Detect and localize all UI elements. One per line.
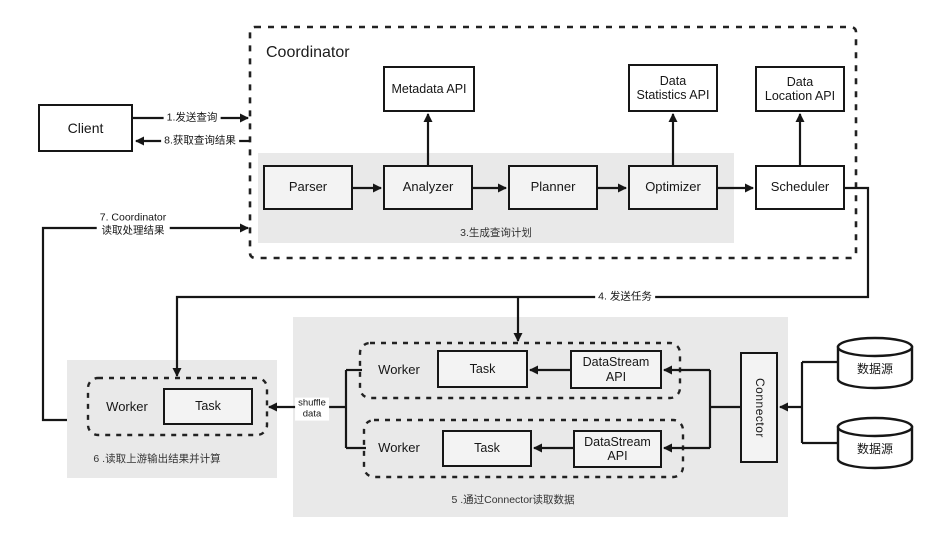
analyzer-label: Analyzer [402, 179, 454, 195]
right-workers-panel [293, 317, 788, 517]
scheduler-box: Scheduler [755, 165, 845, 210]
optimizer-box: Optimizer [628, 165, 718, 210]
data-statistics-api-line1: Data [659, 73, 687, 88]
worker2-datastream-line1: DataStream [584, 434, 651, 449]
connector-box: Connector [740, 352, 778, 463]
flow-label-get-result: 8.获取查询结果 [161, 134, 239, 148]
flow-label-shuffle-data: shuffle data [295, 397, 329, 421]
flow-label-send-task: 4. 发送任务 [595, 290, 655, 304]
metadata-api-label: Metadata API [391, 81, 467, 96]
worker1-datastream-line2: API [605, 369, 627, 384]
note-read-via-connector: 5 .通过Connector读取数据 [451, 494, 575, 506]
datasource2-label: 数据源 [856, 442, 893, 456]
flow-label-shuffle-line2: data [302, 409, 322, 420]
left-worker-dashed-border [86, 376, 269, 437]
scheduler-label: Scheduler [770, 179, 830, 195]
flow-label-read-result: 7. Coordinator 读取处理结果 [96, 211, 170, 237]
worker2-task-box: Task [442, 430, 532, 467]
worker1-datastream-box: DataStream API [570, 350, 662, 389]
flow-label-read-result-line1: 7. Coordinator [99, 211, 167, 224]
worker2-task-label: Task [474, 441, 500, 456]
worker1-label: Worker [378, 362, 420, 377]
datasource2-cylinder [836, 425, 914, 470]
worker1-task-box: Task [437, 350, 528, 388]
data-location-api-box: Data Location API [755, 66, 845, 112]
datasource1-cylinder [836, 345, 914, 390]
left-worker-task-box: Task [163, 388, 253, 425]
data-statistics-api-line2: Statistics API [636, 88, 710, 102]
worker1-datastream-line1: DataStream [582, 355, 650, 370]
flow-label-read-result-line2: 读取处理结果 [101, 224, 165, 236]
note-read-upstream: 6 .读取上游输出结果并计算 [93, 453, 221, 465]
flow-label-send-query: 1.发送查询 [163, 111, 221, 125]
data-location-api-line2: Location API [764, 89, 836, 103]
datasource1-label: 数据源 [856, 362, 893, 376]
datasource2-cylinder-top [836, 416, 914, 438]
flow-label-shuffle-line1: shuffle [298, 397, 326, 409]
parser-box: Parser [263, 165, 353, 210]
planner-box: Planner [508, 165, 598, 210]
client-label: Client [67, 119, 104, 136]
worker2-datastream-line2: API [607, 449, 628, 463]
worker2-label: Worker [378, 440, 420, 455]
data-location-api-line1: Data [786, 74, 814, 89]
metadata-api-box: Metadata API [383, 66, 475, 112]
worker2-datastream-box: DataStream API [573, 430, 662, 468]
note-generate-plan: 3.生成查询计划 [460, 227, 532, 239]
analyzer-box: Analyzer [383, 165, 473, 210]
connector-label: Connector [752, 377, 767, 438]
left-worker-label: Worker [106, 399, 148, 414]
parser-label: Parser [288, 179, 328, 195]
left-worker-task-label: Task [195, 399, 221, 414]
optimizer-label: Optimizer [645, 179, 701, 195]
datasource1-cylinder-top [836, 336, 914, 358]
worker1-task-label: Task [469, 361, 496, 376]
edge-send-task-main [172, 186, 870, 377]
client-box: Client [38, 104, 133, 152]
data-statistics-api-box: Data Statistics API [628, 64, 718, 112]
planner-label: Planner [530, 179, 576, 195]
coordinator-title: Coordinator [266, 44, 350, 61]
